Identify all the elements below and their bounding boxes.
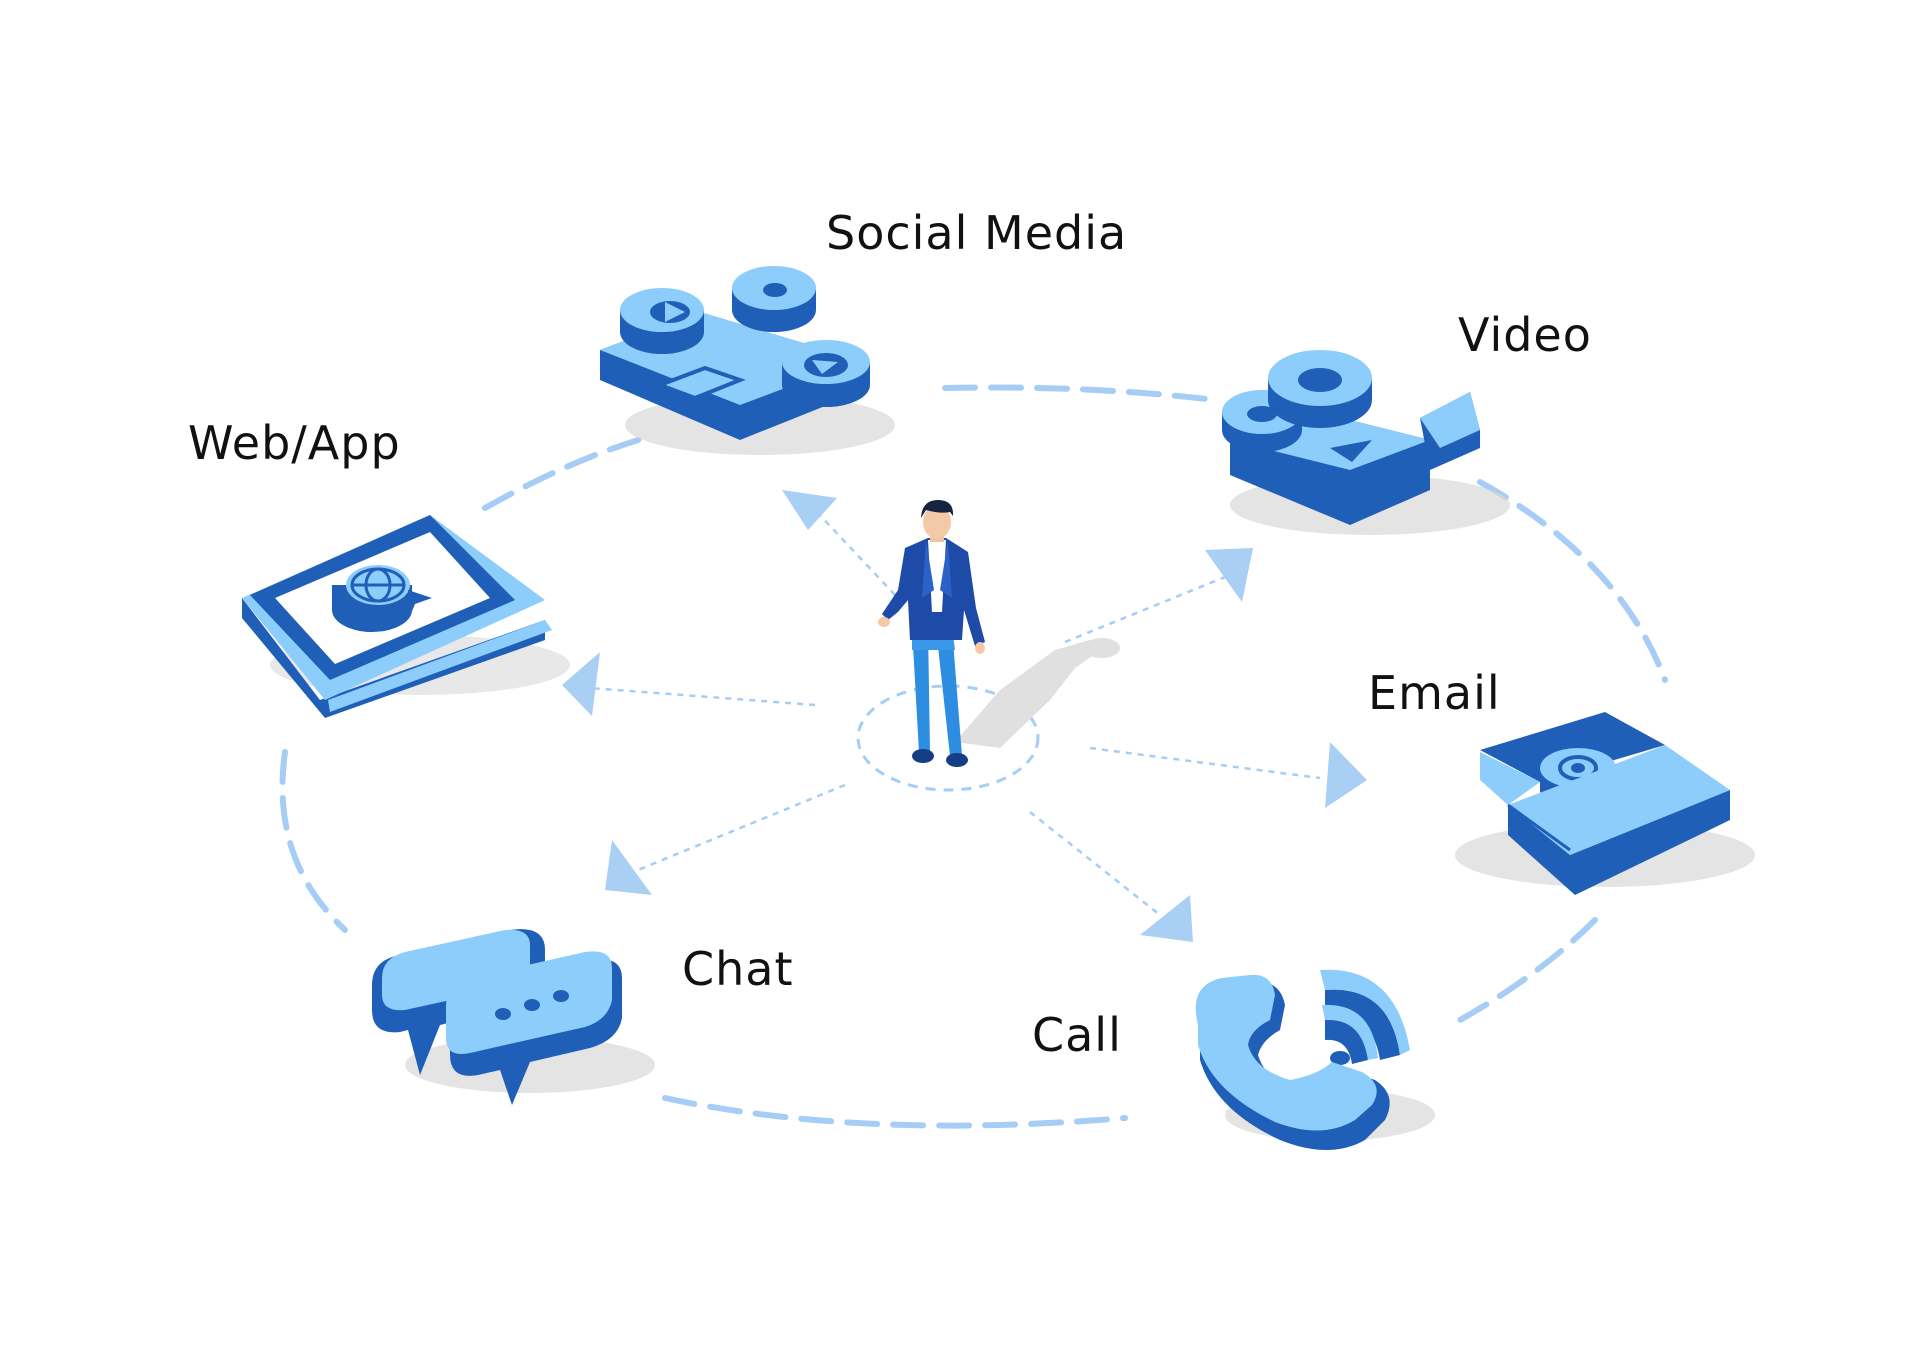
label-call: Call bbox=[1032, 1008, 1122, 1062]
arrow-to-webapp bbox=[562, 652, 600, 716]
arrow-to-social bbox=[782, 490, 837, 530]
customer-figure bbox=[878, 500, 985, 767]
label-email: Email bbox=[1368, 666, 1501, 720]
label-social-media: Social Media bbox=[826, 206, 1128, 260]
laptop-globe-icon bbox=[242, 515, 570, 718]
label-chat: Chat bbox=[682, 942, 794, 996]
arrow-to-chat bbox=[605, 840, 652, 895]
connector-arrowheads bbox=[562, 490, 1367, 942]
arrow-to-call bbox=[1140, 895, 1193, 942]
envelope-at-icon bbox=[1455, 712, 1755, 895]
phone-icon bbox=[1195, 969, 1435, 1150]
label-web-app: Web/App bbox=[188, 416, 401, 470]
arrow-to-video bbox=[1205, 548, 1253, 602]
video-camera-icon bbox=[1222, 350, 1510, 535]
label-video: Video bbox=[1458, 308, 1592, 362]
connector-lines bbox=[589, 509, 1321, 916]
center-dashed-ellipse bbox=[856, 684, 1040, 792]
outer-dashed-ring bbox=[279, 384, 1668, 1129]
social-media-icon bbox=[600, 266, 895, 455]
arrow-to-email bbox=[1325, 742, 1367, 808]
chat-bubbles-icon bbox=[372, 929, 655, 1105]
person-shadow bbox=[955, 638, 1120, 748]
